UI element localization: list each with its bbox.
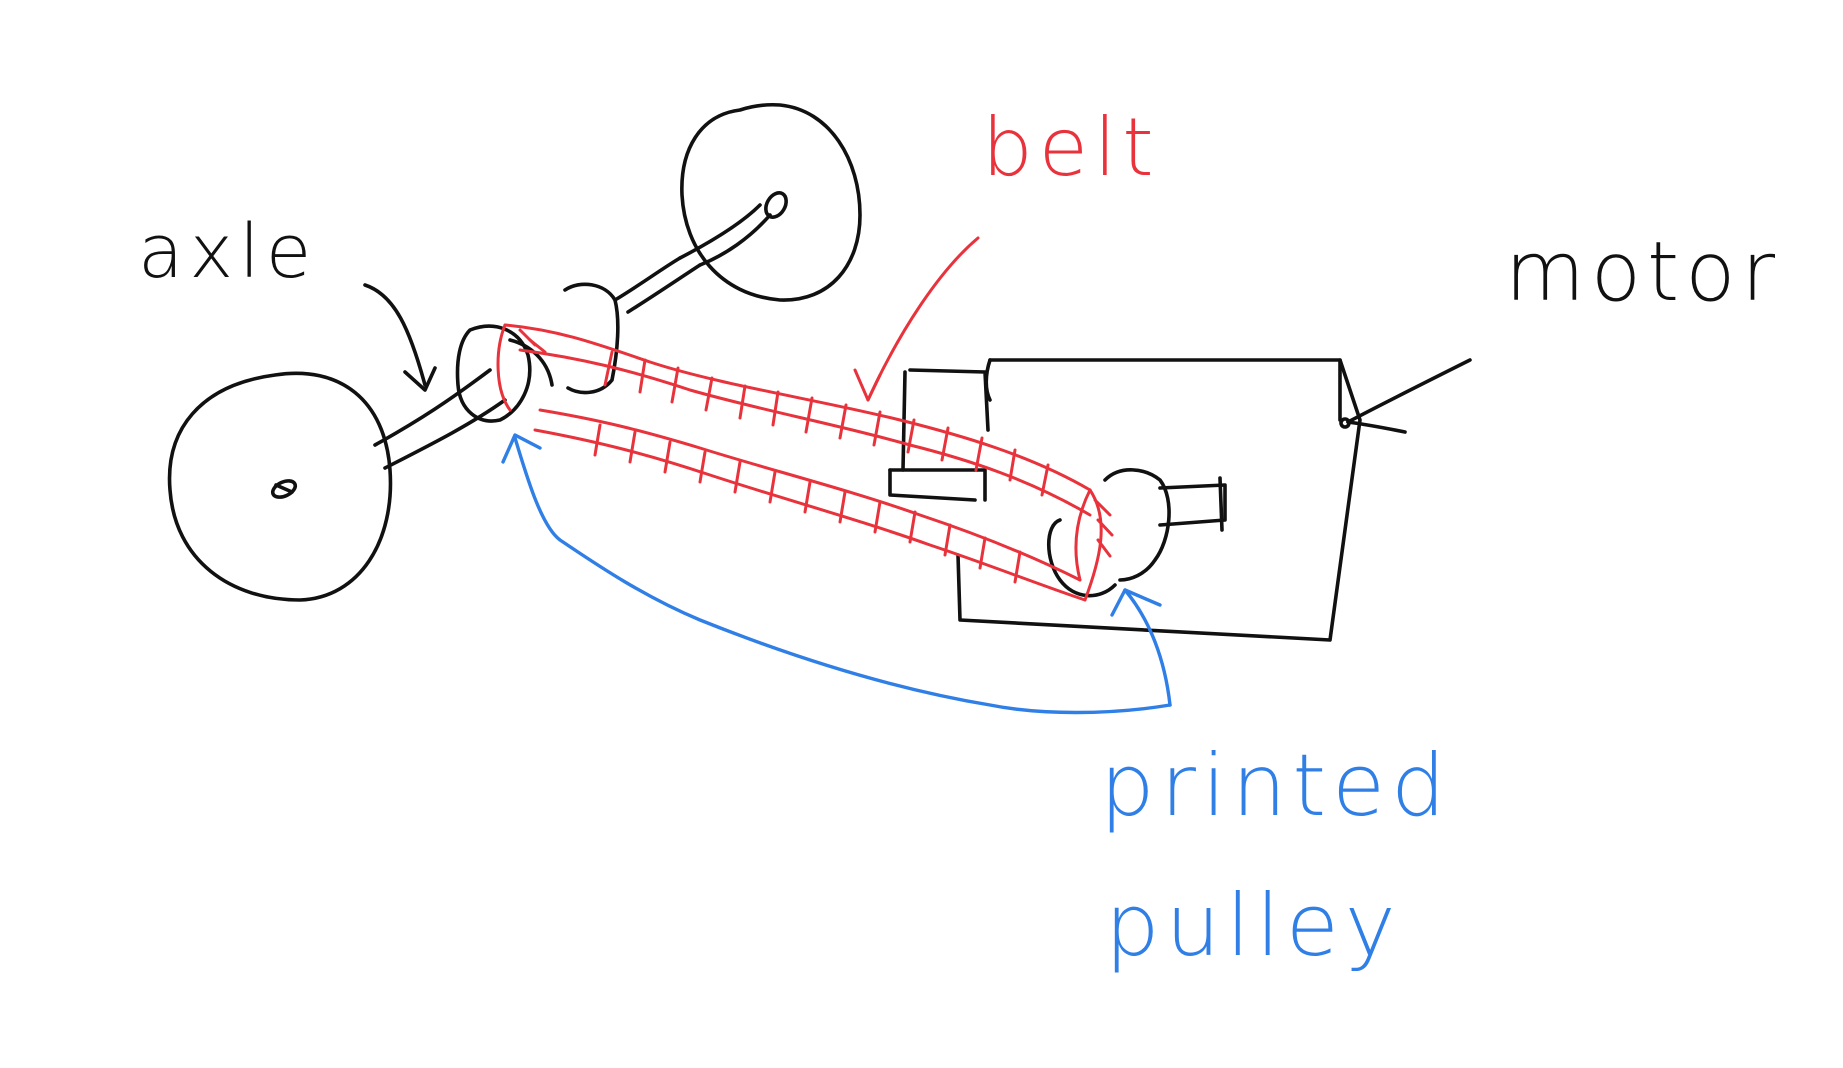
axle-shaft <box>373 368 507 470</box>
belt-arrow <box>853 236 980 402</box>
axle-arrow <box>363 283 437 392</box>
upper-axle-shaft <box>613 203 772 314</box>
motor-mount-bracket <box>888 368 990 502</box>
pulley-pointer-arrows <box>501 433 1172 715</box>
motor-body <box>956 358 1362 642</box>
right-wheel <box>680 102 862 302</box>
belt-teeth <box>518 328 1114 584</box>
printed-pulley-label-line2: pulley <box>1105 876 1402 976</box>
left-wheel <box>167 371 393 602</box>
axle-label: axle <box>138 209 317 295</box>
motor-shaft <box>1158 476 1227 532</box>
belt-label: belt <box>982 101 1160 194</box>
right-pulley-hub-top <box>563 282 620 395</box>
motor-wire <box>1339 358 1472 434</box>
motor-label: motor <box>1505 225 1781 320</box>
printed-pulley-label-line1: printed <box>1100 736 1452 836</box>
motor-pulley-housing <box>1047 468 1171 598</box>
left-pulley-hub <box>455 324 554 423</box>
